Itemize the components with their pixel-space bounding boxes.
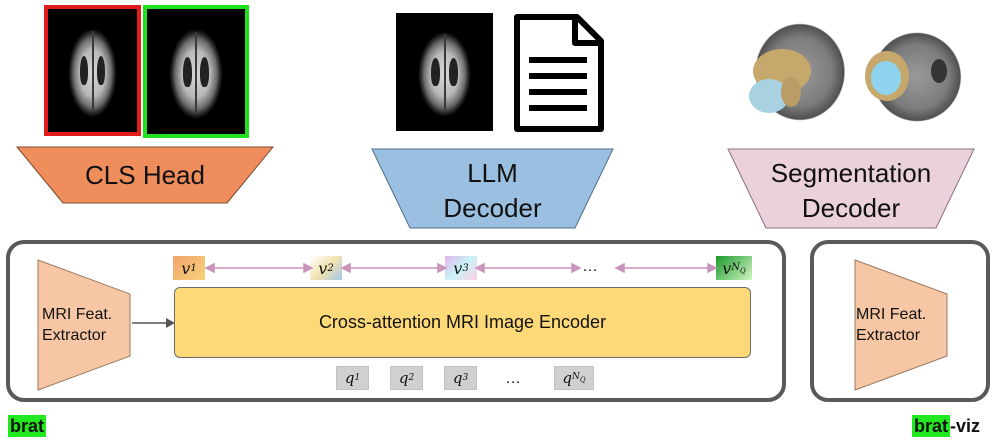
extractor-right-line2: Extractor [856,327,921,344]
arrow-to-encoder [132,318,175,328]
mri-feature-extractor-shape-right [854,259,948,391]
document-icon [514,14,604,132]
mri-image-red-border [44,5,141,136]
mri-image-llm [396,13,493,131]
cls-head-label: CLS Head [85,160,205,190]
brat-viz-tag: brat-viz [912,415,981,437]
segmentation-overlay-image [739,9,977,135]
llm-decoder-shape [371,148,614,229]
v-token-arrows [204,262,718,274]
extractor-left-line2: Extractor [42,327,107,344]
cross-attention-encoder: Cross-attention MRI Image Encoder [174,287,751,358]
cls-head-shape [15,146,275,204]
v-token-ellipsis: … [582,258,598,275]
brat-viz-panel [810,240,990,402]
brat-tag: brat [8,415,47,437]
llm-decoder-label-line1: LLM [467,158,518,188]
encoder-label: Cross-attention MRI Image Encoder [318,312,607,332]
extractor-right-line1: MRI Feat. [856,306,927,323]
extractor-left-line1: MRI Feat. [42,306,113,323]
q-token-ellipsis: … [505,370,521,387]
segmentation-decoder-shape [727,148,975,229]
llm-decoder-label-line2: Decoder [443,193,542,223]
mri-feature-extractor-shape-left [37,259,131,391]
mri-image-green-border [143,5,249,138]
segmentation-decoder-label-line2: Decoder [801,193,901,223]
segmentation-decoder-label-line1: Segmentation [770,158,932,188]
